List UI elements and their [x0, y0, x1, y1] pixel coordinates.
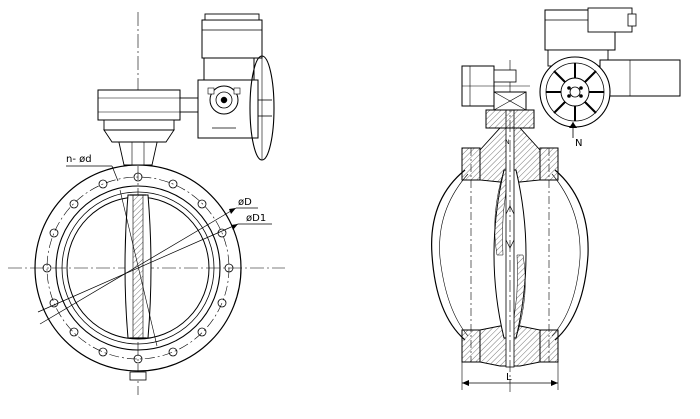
length-label: L	[506, 372, 512, 383]
side-view: N N L	[431, 7, 681, 395]
side-handwheel	[539, 56, 611, 128]
arrow-n-label: N	[575, 138, 582, 149]
actuator	[197, 13, 263, 139]
diameter-d1-label: øD1	[246, 213, 266, 224]
label-diameter-d1: øD1	[37, 213, 272, 313]
handwheel	[249, 55, 275, 161]
body-ring-mid	[61, 191, 215, 345]
label-bolt-holes: n- ød	[66, 154, 119, 182]
bolt-holes	[42, 172, 234, 364]
front-view: n- ød øD øD1	[8, 12, 285, 395]
bolt-circle	[46, 176, 230, 360]
stem-mark-label: N	[505, 139, 510, 146]
flanges	[461, 147, 559, 363]
diameter-d1-leader	[37, 223, 239, 313]
direction-arrow: N	[569, 122, 582, 149]
body-ring-outer	[55, 185, 221, 351]
diagonal-leader	[119, 189, 158, 347]
bolt-holes-label: n- ød	[66, 154, 92, 165]
dimension-l: L	[461, 362, 559, 390]
spherical-body	[431, 169, 589, 341]
diameter-d-label: øD	[238, 197, 252, 208]
side-gear-stub	[461, 65, 530, 107]
bottom-stub	[129, 371, 147, 381]
bonnet	[485, 91, 535, 129]
gearbox	[97, 89, 199, 143]
